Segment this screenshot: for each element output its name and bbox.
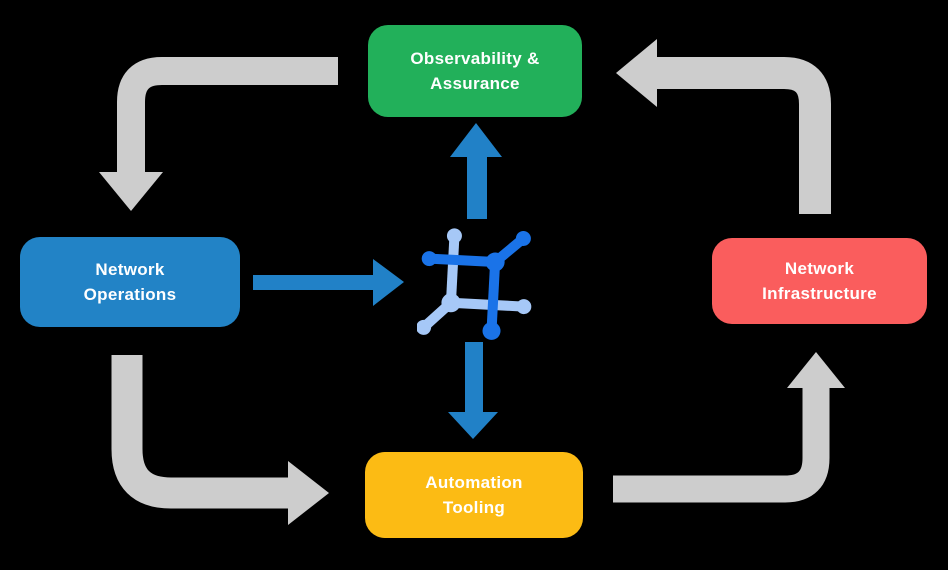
arrow-shaft [467, 155, 487, 219]
mesh-dark-branches [421, 230, 531, 340]
arrow-observability-to-operations [99, 57, 338, 211]
arrow-head-down-icon [448, 412, 498, 439]
arrow-shaft [657, 57, 831, 214]
mesh-node-dot [515, 230, 531, 246]
box-label-line2: Assurance [430, 74, 520, 93]
arrow-shaft [465, 342, 483, 413]
arrow-platform-to-tooling [448, 342, 498, 439]
mesh-node-dot [482, 321, 501, 340]
arrow-head-down-icon [99, 172, 163, 211]
mesh-left-edge [445, 235, 460, 304]
box-label-line1: Network [95, 260, 165, 279]
arrow-head-right-icon [288, 461, 329, 525]
box-label-line2: Infrastructure [762, 284, 877, 303]
box-label-line2: Operations [83, 285, 177, 304]
network-mesh-icon [417, 228, 532, 340]
box-network-operations: Network Operations [20, 237, 240, 327]
arrow-shaft [613, 388, 830, 503]
arrow-operations-to-platform [253, 259, 404, 306]
arrow-shaft [253, 275, 373, 290]
arrow-tooling-to-infrastructure [613, 352, 845, 503]
mesh-right-edge [486, 261, 501, 332]
arrow-platform-to-observability [450, 123, 502, 219]
box-observability-assurance: Observability & Assurance [368, 25, 582, 117]
mesh-node-dot [516, 299, 532, 315]
arrow-shaft [117, 57, 338, 173]
box-automation-tooling: Automation Tooling [365, 452, 583, 538]
mesh-bottom-edge [450, 297, 525, 312]
mesh-top-edge [428, 253, 496, 268]
arrow-operations-to-tooling [111, 355, 329, 525]
mesh-corner-node [485, 252, 505, 272]
mesh-light-branches [417, 228, 532, 335]
arrow-head-up-icon [787, 352, 845, 388]
arrow-head-up-icon [450, 123, 502, 157]
box-label-line2: Tooling [442, 498, 506, 517]
mesh-node-dot [417, 319, 432, 335]
mesh-node-dot [421, 251, 437, 267]
arrow-head-left-icon [616, 39, 657, 107]
box-label-line1: Observability & [410, 49, 540, 68]
mesh-node-dot [446, 228, 462, 244]
box-label-line1: Network [784, 259, 855, 278]
arrow-shaft [111, 355, 288, 509]
box-network-infrastructure: Network Infrastructure [712, 238, 927, 324]
arrow-head-right-icon [373, 259, 404, 306]
box-label-line1: Automation [425, 473, 523, 492]
mesh-corner-node [441, 293, 461, 313]
arrow-infrastructure-to-observability [616, 39, 831, 214]
